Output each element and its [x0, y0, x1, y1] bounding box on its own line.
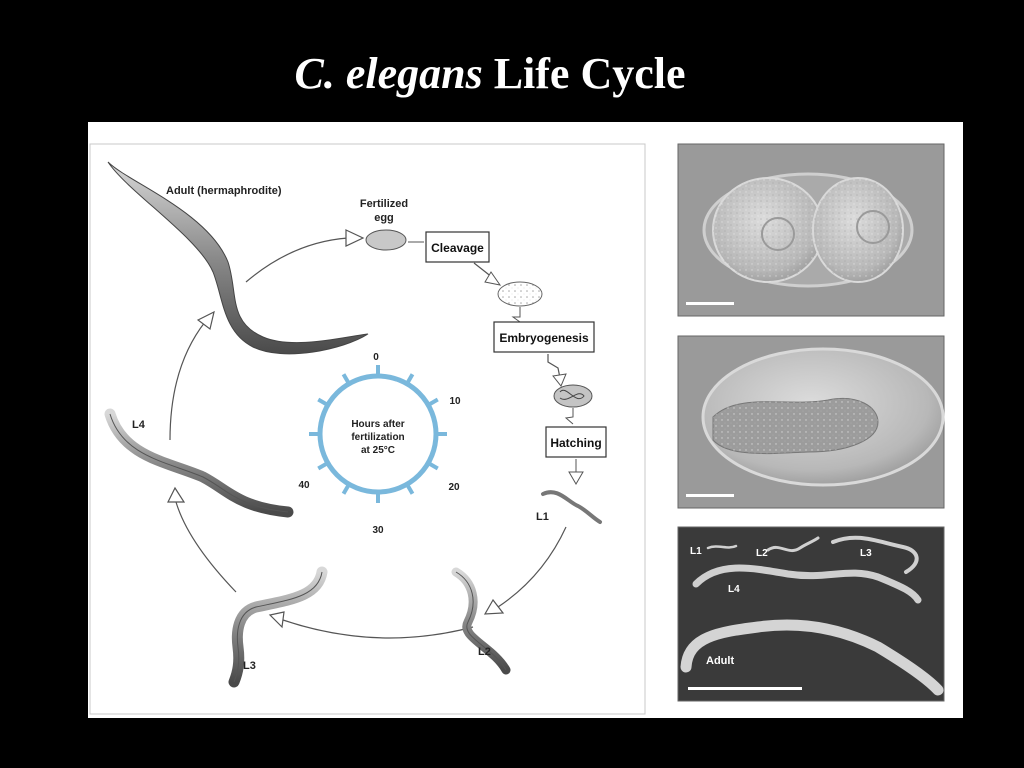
hours-clock: Hours after fertilization at 25°C 0 10 2… — [298, 352, 461, 536]
photo-label-l4: L4 — [728, 584, 740, 595]
adult-label: Adult (hermaphrodite) — [166, 185, 282, 197]
title-rest: Life Cycle — [494, 49, 686, 98]
egg-label-line1: Fertilized — [360, 198, 408, 210]
egg-label-line2: egg — [374, 212, 394, 224]
clock-text-line3: at 25°C — [361, 445, 395, 456]
figure-panel: Adult (hermaphrodite) Fertilized egg Cle… — [88, 122, 963, 718]
clock-tick-label-30: 30 — [372, 525, 384, 536]
clock-tick-mark — [344, 374, 349, 382]
scale-bar — [688, 687, 802, 690]
scale-bar — [686, 302, 734, 305]
slide-title: C. elegans Life Cycle — [0, 48, 980, 99]
clock-text-line1: Hours after — [351, 419, 404, 430]
clock-tick-mark — [318, 400, 326, 405]
clock-tick-mark — [430, 400, 438, 405]
photo-label-l2: L2 — [756, 548, 768, 559]
arrow-l3-to-l4 — [176, 502, 236, 592]
stage-label-l2: L2 — [478, 646, 491, 658]
clock-tick-mark — [408, 374, 413, 382]
step-label-hatching: Hatching — [550, 436, 601, 450]
step-label-cleavage: Cleavage — [431, 241, 484, 255]
arrow-l2-to-l3 — [283, 620, 473, 638]
clock-tick-label-10: 10 — [449, 396, 461, 407]
arrowhead-l2 — [485, 600, 503, 614]
photo-two-cell-embryo — [678, 144, 944, 316]
clock-tick-label-40: 40 — [298, 480, 310, 491]
photo-label-l1: L1 — [690, 546, 702, 557]
clock-tick-label-20: 20 — [448, 482, 460, 493]
stage-label-l4: L4 — [132, 419, 146, 431]
arrowhead-l3 — [270, 612, 284, 627]
arrowhead-l4 — [168, 488, 184, 502]
photo-larval-stages: L1 L2 L3 L4 Adult — [678, 527, 944, 701]
l1-worm — [543, 492, 600, 522]
cleavage-embryo — [498, 282, 542, 306]
clock-tick-label-0: 0 — [373, 352, 379, 363]
connector-embryo-egg2 — [548, 354, 560, 378]
stage-label-l3: L3 — [243, 660, 256, 672]
clock-tick-mark — [430, 464, 438, 469]
step-label-embryogenesis: Embryogenesis — [499, 331, 589, 345]
arrow-l4-to-adult — [170, 322, 205, 440]
arrow-l1-to-l2 — [498, 527, 566, 607]
photo-l1-worm — [708, 546, 736, 548]
stage-label-l1: L1 — [536, 511, 549, 523]
title-species: C. elegans — [294, 49, 482, 98]
arrowhead-egg — [346, 230, 363, 246]
fertilized-egg — [366, 230, 406, 250]
arrow-adult-to-egg — [246, 238, 348, 282]
photo-label-l3: L3 — [860, 548, 872, 559]
clock-text-line2: fertilization — [351, 432, 404, 443]
clock-tick-mark — [408, 486, 413, 494]
photo-label-adult: Adult — [706, 655, 734, 667]
scale-bar — [686, 494, 734, 497]
clock-tick-mark — [318, 464, 326, 469]
arrowhead-adult — [198, 312, 214, 329]
photo-late-embryo — [678, 336, 944, 508]
clock-tick-mark — [344, 486, 349, 494]
